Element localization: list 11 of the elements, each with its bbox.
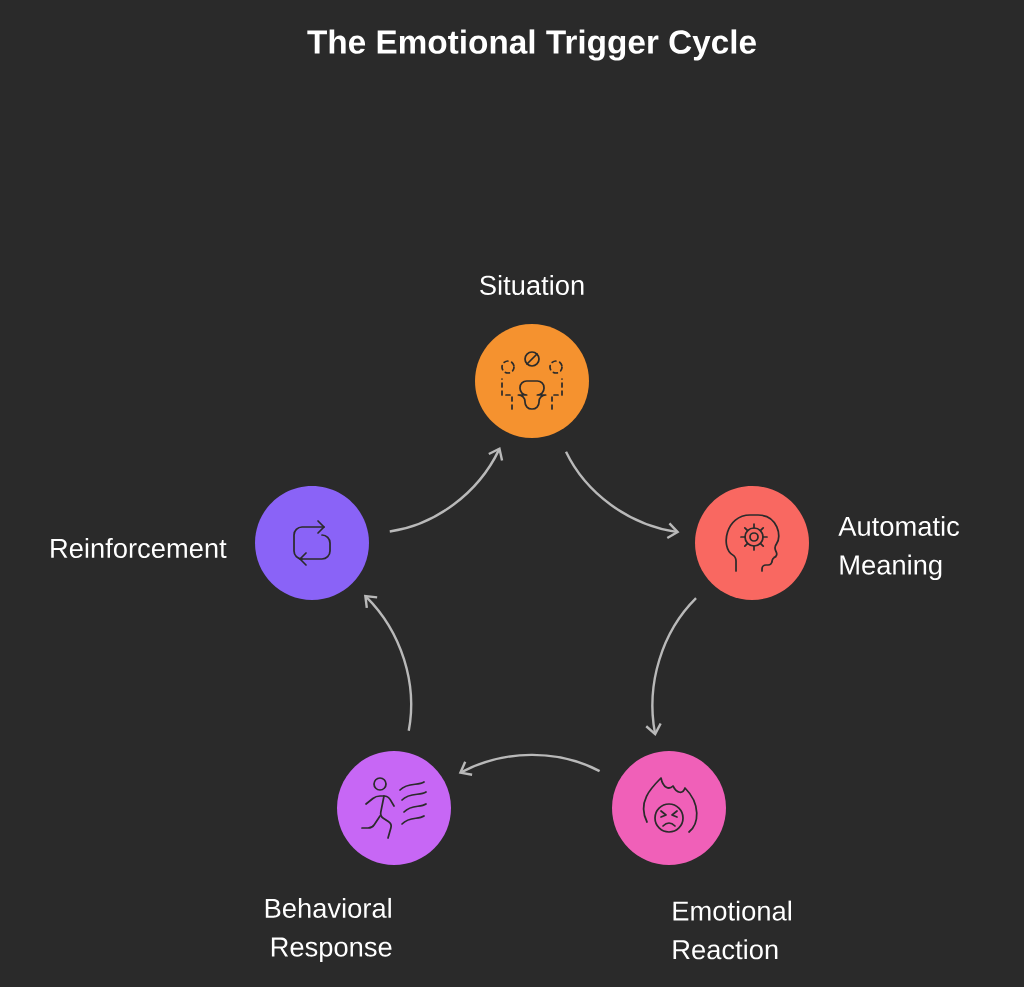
arrow	[364, 594, 413, 731]
step-label: Reinforcement	[51, 537, 227, 559]
arrow	[564, 451, 680, 539]
arrow	[389, 447, 504, 533]
step-label: Emotional Reaction	[673, 900, 791, 960]
step-label: Behavioral Response	[265, 897, 392, 963]
title: The Emotional Trigger Cycle	[307, 29, 756, 61]
step-label: Automatic Meaning	[838, 515, 960, 581]
step-label: Situation	[480, 274, 584, 296]
arrow	[458, 753, 601, 776]
arrow	[645, 597, 697, 736]
